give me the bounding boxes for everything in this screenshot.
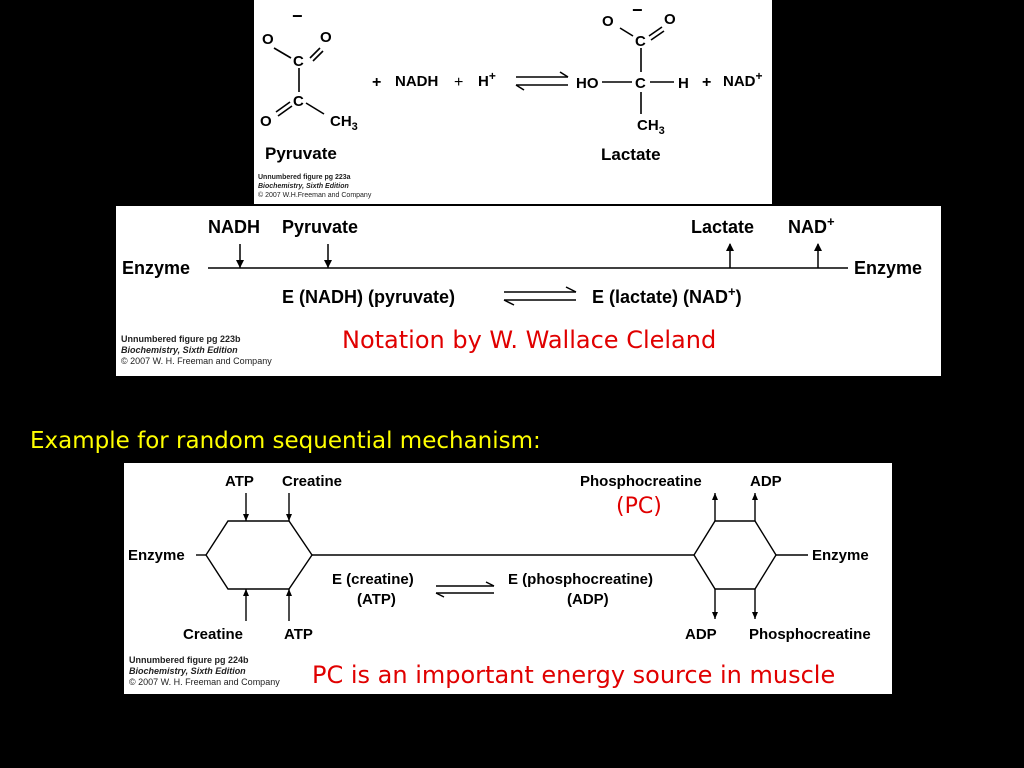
creatine-bottom-label: Creatine	[183, 626, 243, 643]
nad-product-label: NAD+	[788, 214, 835, 237]
cleland-note: Notation by W. Wallace Cleland	[342, 326, 717, 354]
enzyme-right-label: Enzyme	[854, 258, 922, 278]
credit-line-1: Unnumbered figure pg 223b	[121, 334, 241, 344]
pyruvate-substrate-label: Pyruvate	[282, 217, 358, 237]
lactate-c1: C	[635, 33, 646, 50]
nad-text: NAD	[723, 73, 756, 90]
proton-h: H	[478, 73, 489, 90]
lactate-o-left: O	[602, 13, 614, 30]
lactate-h: H	[678, 75, 689, 92]
lactate-product-label: Lactate	[691, 217, 754, 237]
nad-sup: +	[756, 69, 763, 83]
pyruvate-charge: −	[292, 6, 303, 26]
complex-right-label: E (lactate) (NAD+)	[592, 284, 742, 307]
phosphocreatine-bottom-label: Phosphocreatine	[749, 626, 871, 643]
enzyme-left-label: Enzyme	[122, 258, 190, 278]
pyruvate-o-bottom: O	[260, 113, 272, 130]
credit-line-2: Biochemistry, Sixth Edition	[258, 183, 349, 190]
lactate-ch3-main: CH	[637, 117, 659, 134]
adp-top-label: ADP	[750, 473, 782, 490]
random-sequential-figure: ATP Creatine Phosphocreatine ADP (PC) En…	[124, 463, 892, 694]
credit-line-1: Unnumbered figure pg 224b	[129, 655, 249, 665]
lactate-label: Lactate	[601, 145, 661, 164]
nadh-substrate-label: NADH	[208, 217, 260, 237]
muscle-energy-note: PC is an important energy source in musc…	[312, 661, 836, 689]
pyruvate-ch3-sub: 3	[352, 121, 358, 133]
credit-line-2: Biochemistry, Sixth Edition	[129, 666, 246, 676]
credit-line-2: Biochemistry, Sixth Edition	[121, 345, 238, 355]
pyruvate-label: Pyruvate	[265, 144, 337, 163]
figure-credit-223b: Unnumbered figure pg 223b Biochemistry, …	[121, 334, 272, 367]
pyruvate-o-right: O	[320, 29, 332, 46]
example-heading: Example for random sequential mechanism:	[30, 428, 541, 454]
lactate-o-right: O	[664, 11, 676, 28]
complex-left-line2: (ATP)	[357, 591, 396, 608]
enzyme-left-label: Enzyme	[128, 547, 185, 564]
complex-left-label: E (NADH) (pyruvate)	[282, 287, 455, 307]
figure-credit-224b: Unnumbered figure pg 224b Biochemistry, …	[129, 655, 280, 688]
lactate-c2: C	[635, 75, 646, 92]
complex-right-line1: E (phosphocreatine)	[508, 571, 653, 588]
lactate-ch3-sub: 3	[659, 125, 665, 137]
pyruvate-c2: C	[293, 93, 304, 110]
pyruvate-ch3-main: CH	[330, 113, 352, 130]
pyruvate-c1: C	[293, 53, 304, 70]
credit-line-3: © 2007 W.H.Freeman and Company	[258, 192, 372, 199]
complex-right-line2: (ADP)	[567, 591, 609, 608]
plus-sign-2: +	[454, 74, 463, 91]
complex-right-prefix: E (lactate) (NAD	[592, 287, 728, 307]
plus-sign-3: +	[702, 74, 711, 91]
pc-abbreviation-note: (PC)	[616, 494, 662, 519]
pyruvate-o-left: O	[262, 31, 274, 48]
enzyme-right-label: Enzyme	[812, 547, 869, 564]
cleland-diagram: Enzyme Enzyme NADH Pyruvate Lactate NAD+…	[122, 214, 922, 307]
reaction-diagram: − O O C C O CH3 Pyruvate + NADH + H+ − O…	[260, 0, 763, 164]
nad-product-sup: +	[827, 214, 835, 229]
lactate-charge: −	[632, 0, 643, 20]
figure-credit-223a: Unnumbered figure pg 223a Biochemistry, …	[258, 173, 371, 200]
lactate-ho: HO	[576, 75, 599, 92]
credit-line-3: © 2007 W. H. Freeman and Company	[121, 356, 272, 366]
creatine-top-label: Creatine	[282, 473, 342, 490]
nad-label: NAD+	[723, 69, 763, 90]
pyruvate-ch3: CH3	[330, 113, 358, 133]
atp-bottom-label: ATP	[284, 626, 313, 643]
complex-left-line1: E (creatine)	[332, 571, 414, 588]
atp-top-label: ATP	[225, 473, 254, 490]
reaction-figure: − O O C C O CH3 Pyruvate + NADH + H+ − O…	[254, 0, 772, 204]
proton-label: H+	[478, 69, 496, 90]
proton-sup: +	[489, 69, 496, 83]
nadh-label: NADH	[395, 73, 438, 90]
credit-line-3: © 2007 W. H. Freeman and Company	[129, 677, 280, 687]
cleland-figure: Enzyme Enzyme NADH Pyruvate Lactate NAD+…	[116, 206, 941, 376]
nad-product-text: NAD	[788, 217, 827, 237]
complex-right-sup: +	[728, 284, 736, 299]
adp-bottom-label: ADP	[685, 626, 717, 643]
complex-right-suffix: )	[736, 287, 742, 307]
plus-sign-1: +	[372, 74, 381, 91]
phosphocreatine-top-label: Phosphocreatine	[580, 473, 702, 490]
random-sequential-diagram: ATP Creatine Phosphocreatine ADP (PC) En…	[128, 473, 871, 643]
lactate-ch3: CH3	[637, 117, 665, 137]
credit-line-1: Unnumbered figure pg 223a	[258, 174, 351, 181]
